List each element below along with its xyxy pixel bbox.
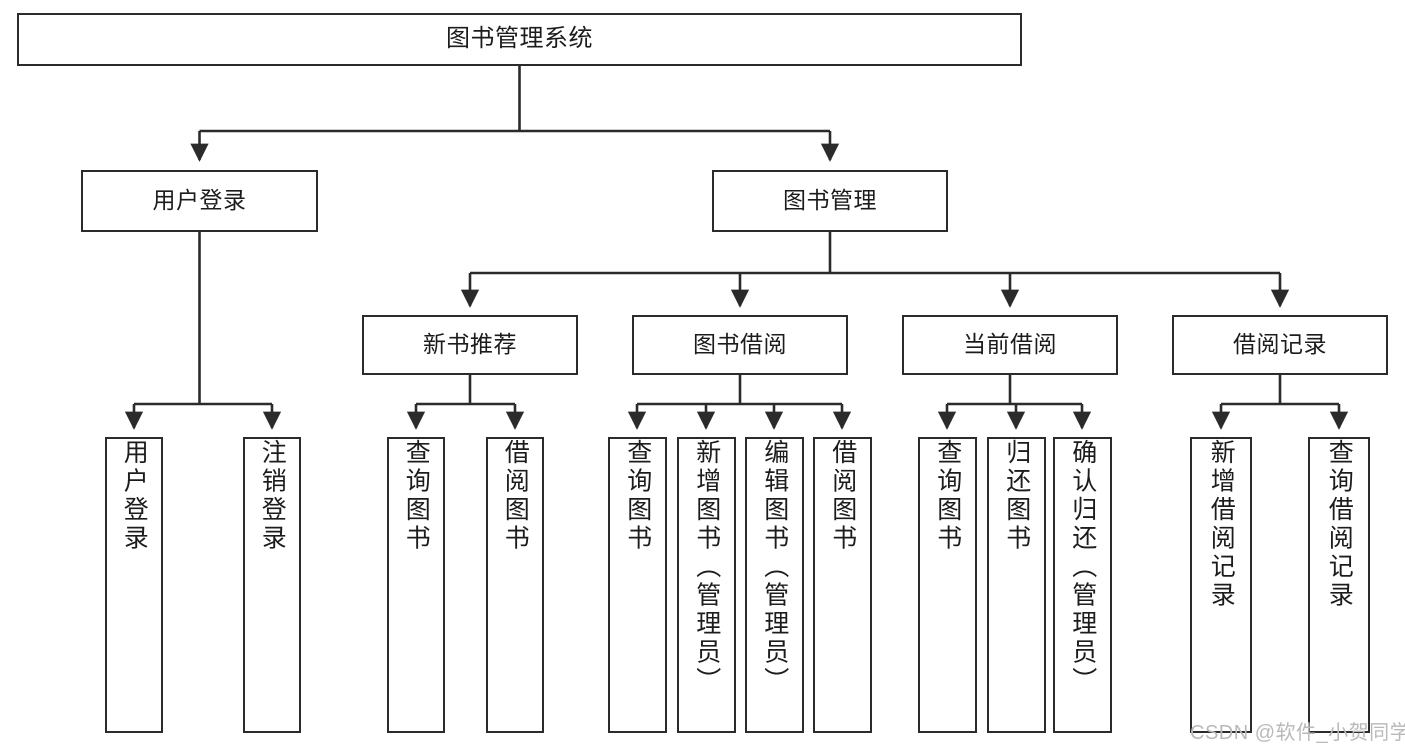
node-root-label: 图书管理系统 (446, 25, 593, 53)
leaf-node[interactable]: 查询图书 (918, 437, 977, 733)
leaf-node-label: 查询图书 (623, 439, 652, 553)
leaf-node[interactable]: 确认归还（管理员） (1053, 437, 1112, 733)
leaf-node-label: 借阅图书 (828, 439, 857, 553)
node-new-book-recommendation-label: 新书推荐 (423, 331, 517, 358)
node-user-login[interactable]: 用户登录 (81, 170, 318, 232)
csdn-watermark: CSDN @软件_小贺同学 (1190, 722, 1405, 744)
node-book-borrowing-label: 图书借阅 (693, 331, 787, 358)
leaf-node-label: 注销登录 (258, 439, 287, 553)
leaf-node[interactable]: 借阅图书 (486, 437, 544, 733)
leaf-node[interactable]: 用户登录 (105, 437, 163, 733)
leaf-node[interactable]: 注销登录 (243, 437, 301, 733)
node-borrow-records[interactable]: 借阅记录 (1172, 315, 1388, 375)
leaf-node[interactable]: 查询图书 (387, 437, 445, 733)
leaf-node-label: 编辑图书（管理员） (760, 439, 789, 696)
node-book-management-label: 图书管理 (783, 187, 877, 214)
leaf-node-label: 用户登录 (120, 439, 149, 553)
leaf-node[interactable]: 新增借阅记录 (1190, 437, 1252, 733)
leaf-node[interactable]: 查询借阅记录 (1308, 437, 1370, 733)
node-current-borrowing[interactable]: 当前借阅 (902, 315, 1118, 375)
node-new-book-recommendation[interactable]: 新书推荐 (362, 315, 578, 375)
leaf-node-label: 新增图书（管理员） (692, 439, 721, 696)
leaf-node-label: 查询图书 (402, 439, 431, 553)
leaf-node-label: 新增借阅记录 (1207, 439, 1236, 610)
leaf-node[interactable]: 借阅图书 (813, 437, 872, 733)
leaf-node[interactable]: 新增图书（管理员） (677, 437, 736, 733)
leaf-node-label: 查询图书 (933, 439, 962, 553)
leaf-node-label: 查询借阅记录 (1325, 439, 1354, 610)
node-book-borrowing[interactable]: 图书借阅 (632, 315, 848, 375)
leaf-node[interactable]: 归还图书 (987, 437, 1046, 733)
leaf-node[interactable]: 查询图书 (608, 437, 667, 733)
leaf-node-label: 借阅图书 (501, 439, 530, 553)
leaf-node-label: 归还图书 (1002, 439, 1031, 553)
node-root[interactable]: 图书管理系统 (17, 13, 1022, 66)
node-user-login-label: 用户登录 (152, 187, 247, 214)
node-borrow-records-label: 借阅记录 (1233, 331, 1327, 358)
node-current-borrowing-label: 当前借阅 (963, 331, 1057, 358)
leaf-node[interactable]: 编辑图书（管理员） (745, 437, 804, 733)
leaf-node-label: 确认归还（管理员） (1068, 439, 1097, 696)
node-book-management[interactable]: 图书管理 (712, 170, 948, 232)
